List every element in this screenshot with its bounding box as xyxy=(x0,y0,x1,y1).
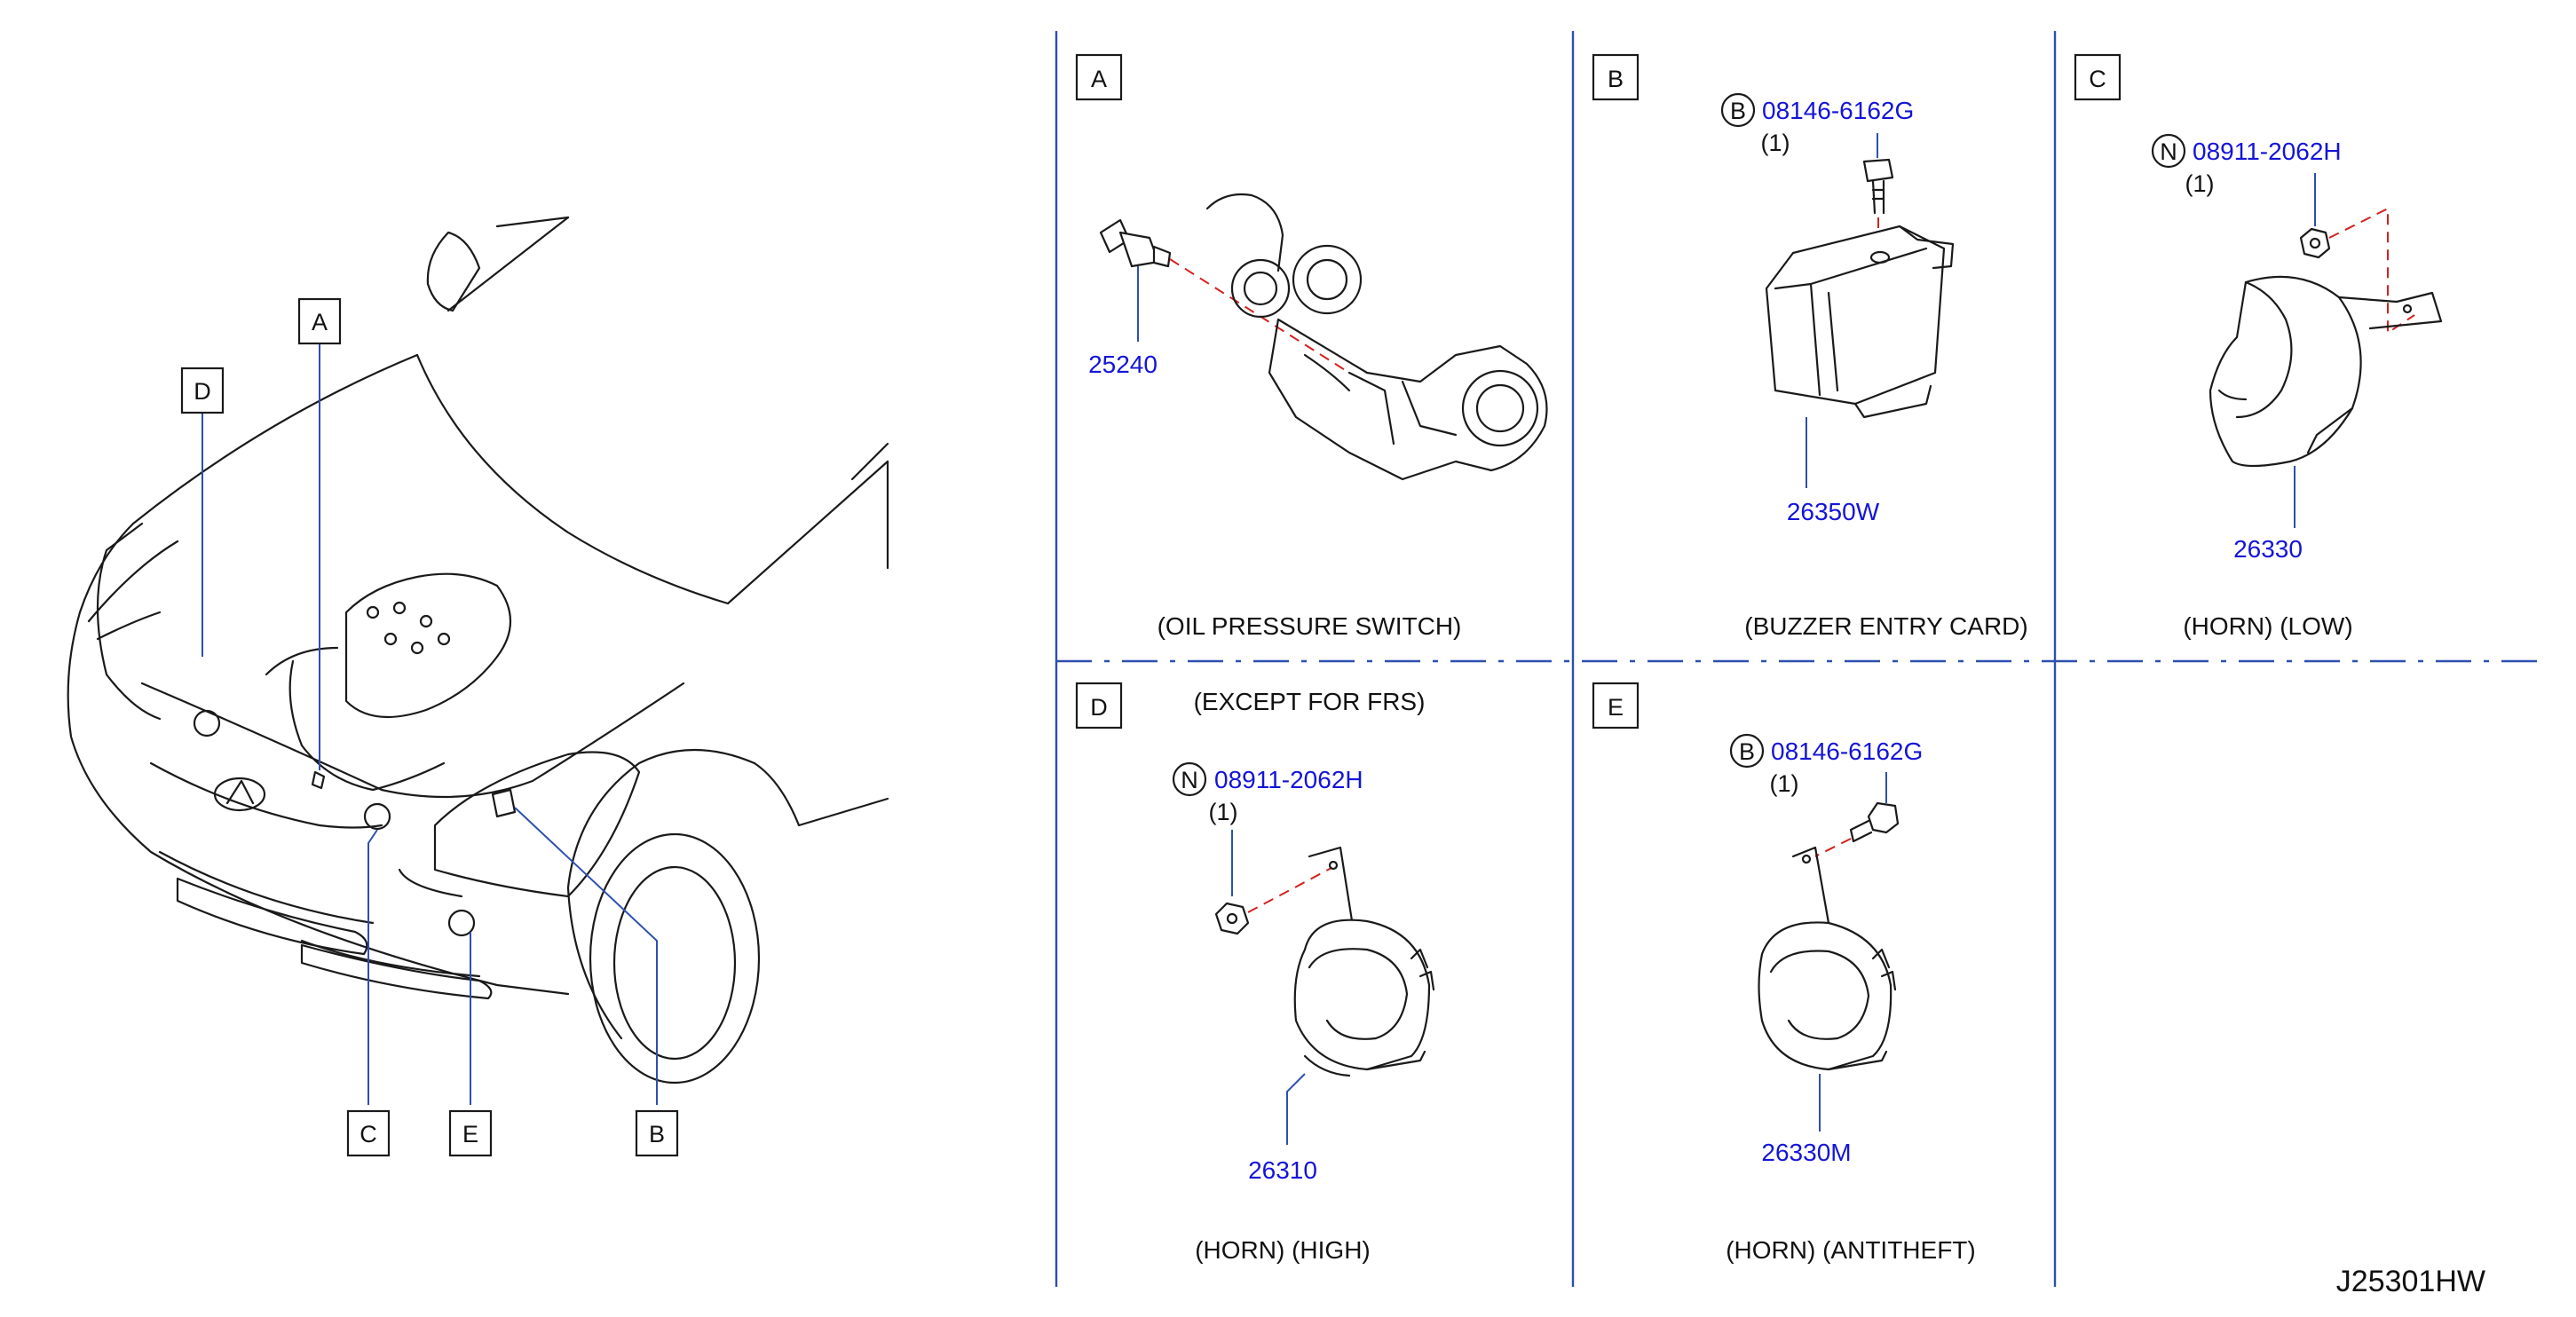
panel-c-part-number[interactable]: 26330 xyxy=(2233,535,2303,563)
overview-callout-e[interactable]: E xyxy=(448,1109,493,1157)
panel-e: E B 08146-6162G (1) 26330M (HORN) (ANTIT… xyxy=(1592,682,1976,1264)
panel-e-fastener-part-number[interactable]: 08146-6162G xyxy=(1771,737,1923,765)
panel-a: A 25240 (OIL PRESSURE SWITCH) (EXCEPT FO… xyxy=(1075,53,1548,715)
engine-block-icon xyxy=(1205,193,1548,481)
panel-d-part-number[interactable]: 26310 xyxy=(1248,1156,1317,1184)
overview-callout-d-label: D xyxy=(194,378,211,405)
overview-callout-b-label: B xyxy=(649,1121,665,1147)
panel-d-tag: D xyxy=(1090,694,1108,721)
panel-c-caption: (HORN) (LOW) xyxy=(2183,612,2352,640)
oil-pressure-switch-icon[interactable] xyxy=(1099,218,1172,268)
panel-d-fastener-qty: (1) xyxy=(1209,799,1238,825)
diagram-code: J25301HW xyxy=(2336,1265,2485,1298)
panel-grid xyxy=(1055,31,2539,1287)
panel-d-fastener-symbol: N xyxy=(1181,767,1198,793)
panel-c-fastener-qty: (1) xyxy=(2185,170,2215,197)
horn-antitheft-icon[interactable] xyxy=(1758,846,1897,1071)
overview-leaders xyxy=(201,343,658,1105)
horn-high-icon[interactable] xyxy=(1293,846,1435,1077)
panel-b-fastener-qty: (1) xyxy=(1761,130,1790,156)
panel-a-part-number[interactable]: 25240 xyxy=(1088,351,1158,378)
panel-b-tag: B xyxy=(1608,66,1624,92)
panel-c: C N 08911-2062H (1) 26330 (HORN) (LOW) xyxy=(2074,53,2443,640)
panel-a-tag: A xyxy=(1091,66,1107,92)
panel-b-fastener-symbol: B xyxy=(1730,98,1746,124)
panel-b-caption: (BUZZER ENTRY CARD) xyxy=(1744,612,2027,640)
panel-e-caption: (HORN) (ANTITHEFT) xyxy=(1726,1236,1976,1264)
panel-d: D N 08911-2062H (1) 26310 (HORN) (HIGH) xyxy=(1075,682,1435,1264)
panel-e-fastener-symbol: B xyxy=(1739,738,1755,765)
panel-d-fastener-part-number[interactable]: 08911-2062H xyxy=(1214,766,1363,793)
panel-e-fastener-qty: (1) xyxy=(1770,770,1799,797)
bolt-icon[interactable] xyxy=(1862,158,1894,215)
panel-a-note: (EXCEPT FOR FRS) xyxy=(1194,688,1426,715)
panel-e-part-number[interactable]: 26330M xyxy=(1761,1139,1851,1166)
overview-callout-c[interactable]: C xyxy=(346,1109,391,1157)
horn-low-icon[interactable] xyxy=(2209,275,2443,468)
panel-c-fastener-part-number[interactable]: 08911-2062H xyxy=(2193,138,2342,165)
overview-callout-b[interactable]: B xyxy=(635,1109,679,1157)
overview-callout-d[interactable]: D xyxy=(180,367,225,414)
bolt-icon[interactable] xyxy=(1849,801,1900,843)
vehicle-overview xyxy=(67,216,889,1084)
panel-c-fastener-symbol: N xyxy=(2160,138,2177,165)
overview-callout-a-label: A xyxy=(312,309,328,335)
panel-b: B B 08146-6162G (1) 26350W (BUZZER ENTRY… xyxy=(1592,53,2028,640)
overview-callout-c-label: C xyxy=(360,1121,377,1147)
panel-a-caption: (OIL PRESSURE SWITCH) xyxy=(1158,612,1462,640)
panel-b-part-number[interactable]: 26350W xyxy=(1787,498,1880,525)
panel-d-caption: (HORN) (HIGH) xyxy=(1195,1236,1371,1264)
nut-icon[interactable] xyxy=(2299,227,2331,259)
buzzer-icon[interactable] xyxy=(1765,225,1955,419)
nut-icon[interactable] xyxy=(1214,902,1250,935)
overview-callout-a[interactable]: A xyxy=(297,297,342,345)
panel-b-fastener-part-number[interactable]: 08146-6162G xyxy=(1762,97,1914,124)
overview-callout-e-label: E xyxy=(462,1121,478,1147)
panel-e-tag: E xyxy=(1608,694,1624,721)
panel-c-tag: C xyxy=(2089,66,2106,92)
